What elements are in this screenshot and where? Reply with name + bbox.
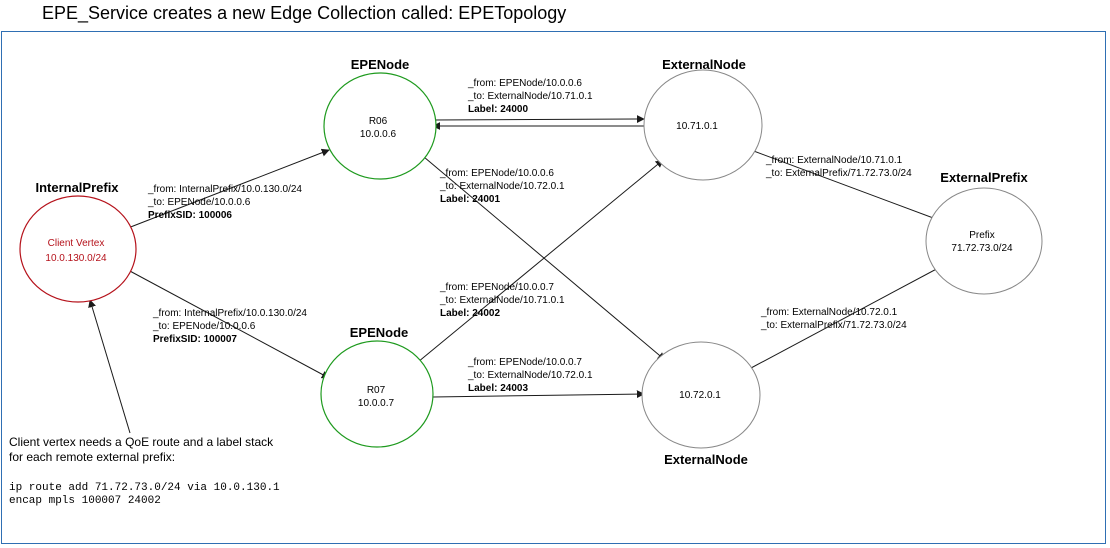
- node-label: Client Vertex: [48, 238, 105, 249]
- edge-label-r07-ext71: _from: EPENode/10.0.0.7 _to: ExternalNod…: [439, 282, 565, 319]
- node-label: R06: [369, 116, 388, 127]
- edge-to-text: _to: ExternalNode/10.71.0.1: [467, 91, 593, 102]
- node-internal-prefix: InternalPrefix Client Vertex 10.0.130.0/…: [19, 180, 137, 303]
- edge-mpls-label-text: Label: 24001: [440, 194, 500, 205]
- node-external-71: ExternalNode 10.71.0.1: [643, 57, 763, 181]
- node-address: 10.0.130.0/24: [45, 253, 107, 264]
- edge-r07-to-ext72: [432, 390, 645, 399]
- edge-mpls-label-text: Label: 24002: [440, 308, 500, 319]
- edge-internal-to-r06: [127, 148, 330, 229]
- diagram-frame: [1, 31, 1106, 544]
- edge-to-text: _to: ExternalNode/10.72.0.1: [439, 181, 565, 192]
- edge-from-text: _from: EPENode/10.0.0.7: [467, 357, 582, 368]
- edge-to-text: _to: ExternalPrefix/71.72.73.0/24: [760, 320, 907, 331]
- node-heading: InternalPrefix: [35, 180, 119, 195]
- edge-label-internal-r06: _from: InternalPrefix/10.0.130.0/24 _to:…: [147, 184, 302, 221]
- edge-label-r07-ext72: _from: EPENode/10.0.0.7 _to: ExternalNod…: [467, 357, 593, 394]
- node-external-prefix: ExternalPrefix Prefix 71.72.73.0/24: [925, 170, 1043, 295]
- edge-from-text: _from: ExternalNode/10.72.0.1: [760, 307, 898, 318]
- note-code-line: encap mpls 100007 24002: [9, 495, 161, 507]
- edge-r06-to-ext72: [423, 156, 666, 361]
- edge-to-text: _to: ExternalNode/10.71.0.1: [439, 295, 565, 306]
- node-circle: [641, 341, 761, 449]
- edge-label-internal-r07: _from: InternalPrefix/10.0.130.0/24 _to:…: [152, 308, 307, 345]
- node-circle: [323, 72, 437, 180]
- page-title: EPE_Service creates a new Edge Collectio…: [42, 3, 567, 23]
- node-heading: EPENode: [350, 325, 409, 340]
- edge-to-text: _to: ExternalNode/10.72.0.1: [467, 370, 593, 381]
- node-external-72: ExternalNode 10.72.0.1: [641, 341, 761, 467]
- edge-label-r06-ext72: _from: EPENode/10.0.0.6 _to: ExternalNod…: [439, 168, 565, 205]
- edge-internal-to-r07: [127, 269, 330, 379]
- note-text-line: Client vertex needs a QoE route and a la…: [9, 435, 274, 449]
- node-heading: EPENode: [351, 57, 410, 72]
- client-note: Client vertex needs a QoE route and a la…: [9, 435, 280, 507]
- edge-sid-text: PrefixSID: 100006: [148, 210, 232, 221]
- edge-sid-text: PrefixSID: 100007: [153, 334, 237, 345]
- node-address: 10.71.0.1: [676, 121, 718, 132]
- node-epe-r07: EPENode R07 10.0.0.7: [320, 325, 434, 448]
- node-address: 10.72.0.1: [679, 390, 721, 401]
- edge-label-ext72-prefix: _from: ExternalNode/10.72.0.1 _to: Exter…: [760, 307, 907, 331]
- edge-mpls-label-text: Label: 24003: [468, 383, 528, 394]
- node-heading: ExternalNode: [664, 452, 748, 467]
- edge-label-r06-ext71: _from: EPENode/10.0.0.6 _to: ExternalNod…: [467, 78, 593, 115]
- node-address: 10.0.0.7: [358, 398, 395, 409]
- edge-to-text: _to: EPENode/10.0.0.6: [152, 321, 256, 332]
- edge-ext71-to-prefix: [750, 149, 945, 224]
- edge-mpls-label-text: Label: 24000: [468, 104, 528, 115]
- edge-r07-to-ext71: [417, 159, 664, 363]
- node-heading: ExternalNode: [662, 57, 746, 72]
- note-code-line: ip route add 71.72.73.0/24 via 10.0.130.…: [9, 482, 280, 494]
- edge-from-text: _from: EPENode/10.0.0.6: [439, 168, 554, 179]
- edge-from-text: _from: InternalPrefix/10.0.130.0/24: [147, 184, 302, 195]
- edge-to-text: _to: EPENode/10.0.0.6: [147, 197, 251, 208]
- edge-note-to-client: [88, 299, 131, 434]
- node-epe-r06: EPENode R06 10.0.0.6: [323, 57, 437, 180]
- edge-ext72-to-prefix: [750, 264, 945, 369]
- note-text-line: for each remote external prefix:: [9, 450, 175, 464]
- node-address: 10.0.0.6: [360, 129, 397, 140]
- edge-label-ext71-prefix: _from: ExternalNode/10.71.0.1 _to: Exter…: [765, 155, 912, 179]
- edge-from-text: _from: EPENode/10.0.0.7: [439, 282, 554, 293]
- node-heading: ExternalPrefix: [940, 170, 1028, 185]
- edge-from-text: _from: InternalPrefix/10.0.130.0/24: [152, 308, 307, 319]
- node-circle: [320, 340, 434, 448]
- edge-from-text: _from: EPENode/10.0.0.6: [467, 78, 582, 89]
- node-address: 71.72.73.0/24: [951, 243, 1013, 254]
- edge-to-text: _to: ExternalPrefix/71.72.73.0/24: [765, 168, 912, 179]
- node-circle: [643, 69, 763, 181]
- node-label: Prefix: [969, 230, 995, 241]
- node-circle: [19, 195, 137, 303]
- node-circle: [925, 187, 1043, 295]
- edge-from-text: _from: ExternalNode/10.71.0.1: [765, 155, 903, 166]
- node-label: R07: [367, 385, 386, 396]
- edge-r06-to-ext71: [432, 115, 645, 124]
